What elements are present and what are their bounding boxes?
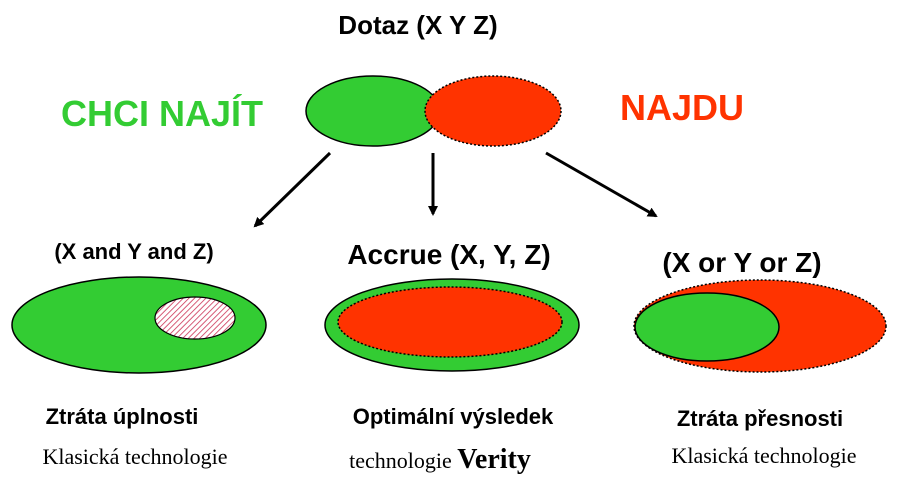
caption-accrue: Optimální výsledek bbox=[353, 404, 554, 429]
top-red-ellipse bbox=[424, 75, 562, 147]
left-label-want-to-find: CHCI NAJÍT bbox=[61, 93, 263, 134]
caption-or: Ztráta přesnosti bbox=[677, 406, 843, 431]
subcaption-or: Klasická technologie bbox=[671, 443, 856, 468]
subcaption-accrue-prefix: technologie bbox=[349, 448, 457, 473]
query-or: (X or Y or Z) bbox=[662, 247, 821, 278]
right-label-will-find: NAJDU bbox=[620, 87, 744, 128]
subcaption-accrue-verity: Verity bbox=[457, 444, 531, 475]
query-accrue: Accrue (X, Y, Z) bbox=[347, 239, 550, 270]
and-hatched-ellipse bbox=[154, 296, 236, 340]
query-and: (X and Y and Z) bbox=[54, 239, 213, 264]
subcaption-accrue: technologie Verity bbox=[349, 444, 531, 475]
diagram-title: Dotaz (X Y Z) bbox=[338, 10, 497, 40]
top-green-ellipse bbox=[305, 75, 441, 147]
accrue-red-ellipse bbox=[337, 286, 563, 358]
or-green-ellipse bbox=[634, 292, 780, 362]
arrow-to-and bbox=[253, 151, 332, 228]
arrow-to-or bbox=[545, 151, 658, 218]
subcaption-and: Klasická technologie bbox=[42, 444, 227, 469]
caption-and: Ztráta úplnosti bbox=[46, 404, 199, 429]
